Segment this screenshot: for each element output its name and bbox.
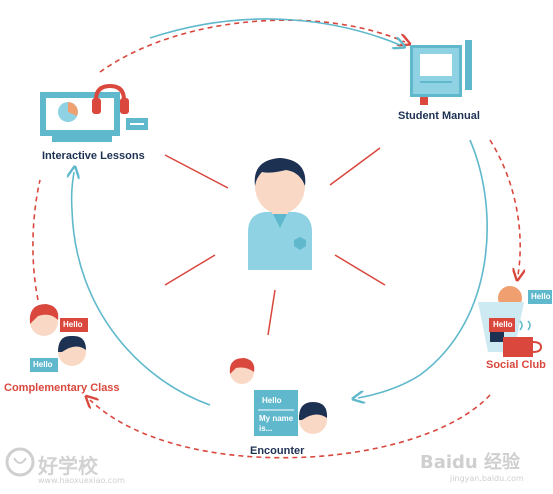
arrow-blue-right: [358, 139, 488, 398]
encounter-my-name: My name is...: [259, 414, 294, 433]
radial-spokes: [164, 147, 386, 336]
central-student-icon: [248, 158, 312, 270]
arrow-blue-top: [149, 18, 400, 45]
spoke: [164, 254, 216, 286]
watermark-right-text: Baidu 经验: [420, 452, 521, 473]
badge-icon: [294, 237, 306, 250]
watermark-right-url: jingyan.baidu.com: [450, 474, 524, 483]
spoke: [329, 147, 381, 186]
student-manual-label: Student Manual: [398, 110, 480, 122]
class-hello-top: Hello: [63, 320, 83, 329]
encounter-people-icon: [229, 358, 328, 436]
arrow-social-to-class: [90, 395, 491, 459]
class-hello-bottom: Hello: [33, 360, 53, 369]
complementary-class-label: Complementary Class: [4, 382, 120, 394]
outer-dashed-arrows: [32, 19, 520, 459]
spoke: [164, 154, 229, 189]
complementary-people-icon: [29, 304, 88, 372]
interactive-lessons-label: Interactive Lessons: [42, 150, 145, 162]
watermark-left-url: www.haoxuexiao.com: [38, 476, 125, 485]
arrow-manual-to-social: [489, 139, 520, 275]
watermark-left-text: 好学校: [38, 454, 98, 478]
monitor-headset-icon: [40, 83, 148, 142]
spoke: [267, 289, 276, 336]
social-hello-right: Hello: [531, 292, 551, 301]
drink-cup-icon: [478, 286, 552, 357]
encounter-label: Encounter: [250, 445, 305, 457]
arrow-class-to-lessons: [32, 179, 41, 301]
social-club-label: Social Club: [486, 359, 546, 371]
spoke: [334, 254, 386, 286]
encounter-hello: Hello: [262, 396, 282, 405]
pen-icon: [465, 40, 472, 90]
inner-solid-arrows: [72, 18, 488, 406]
watermark-left-logo: [5, 447, 35, 477]
arrow-lessons-to-manual: [99, 19, 405, 73]
book-icon: [410, 40, 472, 105]
arrow-blue-left: [72, 172, 211, 406]
social-hello-left: Hello: [493, 320, 513, 329]
